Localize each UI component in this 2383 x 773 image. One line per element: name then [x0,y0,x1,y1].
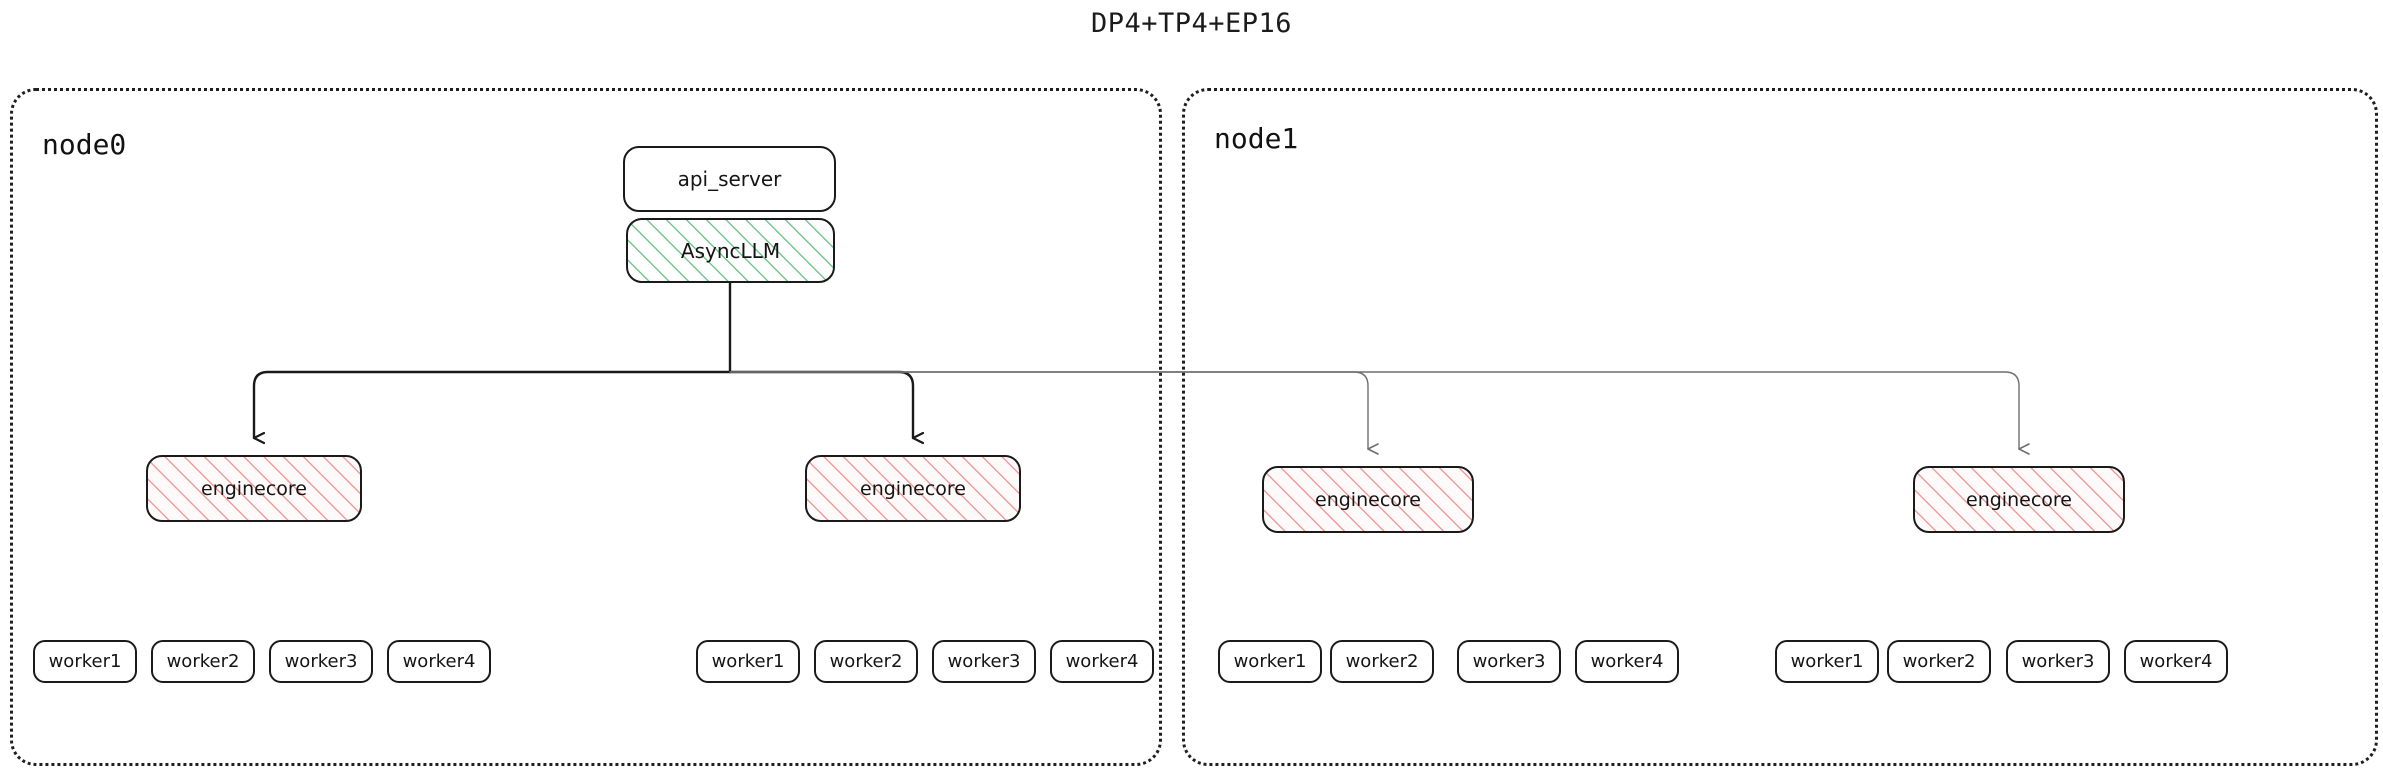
worker-label: worker3 [284,651,358,672]
node-label-node1: node1 [1214,122,1299,155]
worker-box[interactable]: worker4 [2124,640,2228,683]
worker-box[interactable]: worker2 [814,640,918,683]
worker-label: worker1 [711,651,785,672]
worker-box[interactable]: worker4 [1050,640,1154,683]
worker-box[interactable]: worker3 [2006,640,2110,683]
worker-box[interactable]: worker3 [269,640,373,683]
worker-label: worker1 [1233,651,1307,672]
enginecore-3-label: enginecore [1966,488,2072,511]
worker-label: worker4 [1065,651,1139,672]
worker-label: worker4 [2139,651,2213,672]
worker-label: worker3 [947,651,1021,672]
api_server-label: api_server [677,167,782,191]
worker-label: worker4 [402,651,476,672]
async_llm-label: AsyncLLM [680,238,781,263]
enginecore-2-box[interactable]: enginecore [1262,466,1474,533]
worker-label: worker2 [1345,651,1419,672]
worker-box[interactable]: worker4 [1575,640,1679,683]
worker-box[interactable]: worker3 [1457,640,1561,683]
api_server-box[interactable]: api_server [623,146,836,212]
page-title: DP4+TP4+EP16 [1090,8,1293,39]
worker-box[interactable]: worker2 [1887,640,1991,683]
worker-label: worker1 [1790,651,1864,672]
node-label-node0: node0 [42,128,127,161]
enginecore-0-label: enginecore [201,477,307,500]
enginecore-3-box[interactable]: enginecore [1913,466,2125,533]
enginecore-1-label: enginecore [860,477,966,500]
worker-box[interactable]: worker1 [1218,640,1322,683]
worker-box[interactable]: worker4 [387,640,491,683]
enginecore-2-label: enginecore [1315,488,1421,511]
worker-box[interactable]: worker1 [696,640,800,683]
worker-box[interactable]: worker1 [33,640,137,683]
worker-label: worker3 [1472,651,1546,672]
worker-label: worker2 [829,651,903,672]
worker-label: worker1 [48,651,122,672]
worker-label: worker2 [166,651,240,672]
enginecore-0-box[interactable]: enginecore [146,455,362,522]
worker-box[interactable]: worker2 [1330,640,1434,683]
async_llm-box[interactable]: AsyncLLM [626,218,835,283]
worker-label: worker3 [2021,651,2095,672]
enginecore-1-box[interactable]: enginecore [805,455,1021,522]
worker-box[interactable]: worker1 [1775,640,1879,683]
worker-label: worker2 [1902,651,1976,672]
worker-box[interactable]: worker3 [932,640,1036,683]
worker-box[interactable]: worker2 [151,640,255,683]
worker-label: worker4 [1590,651,1664,672]
